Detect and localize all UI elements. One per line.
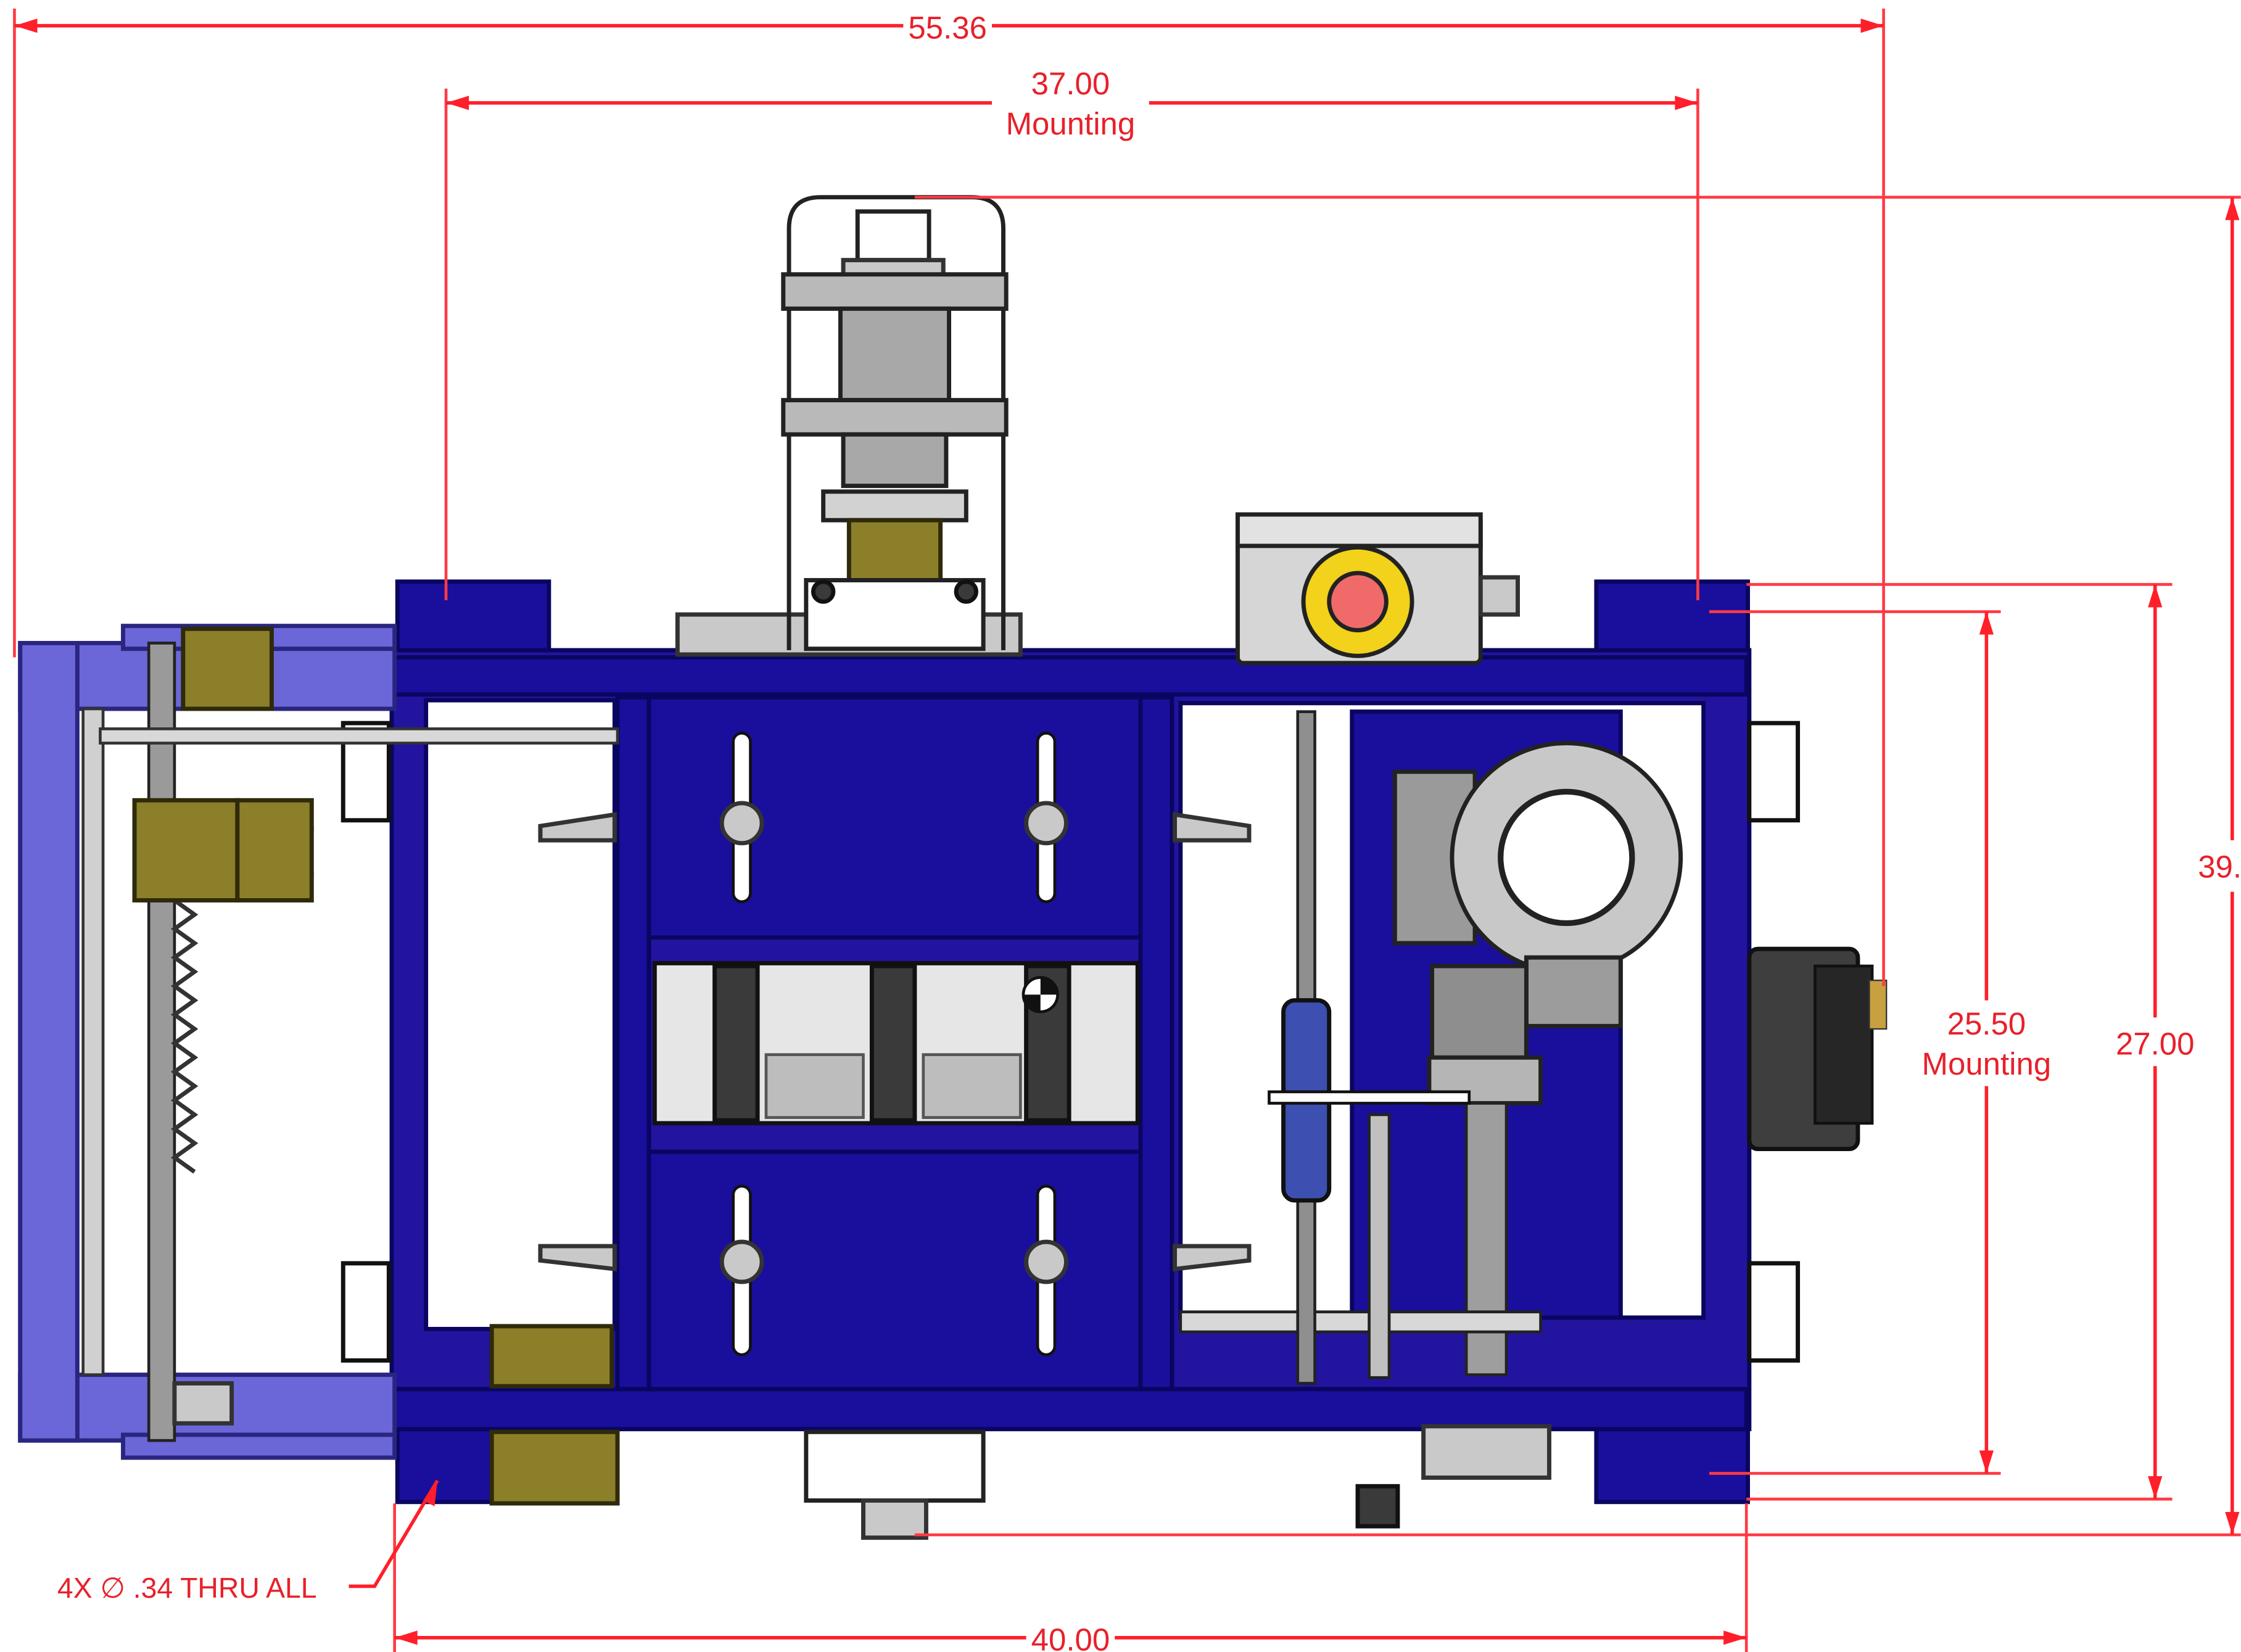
bracket-right-lower xyxy=(1747,1261,1801,1363)
motor-top-cap xyxy=(855,209,931,263)
arrow-mounting-left xyxy=(446,96,469,110)
connector-pins xyxy=(1868,980,1888,1030)
fin-lower-left xyxy=(538,1244,617,1272)
lead-screw-thread xyxy=(170,870,199,1174)
arrow-height-top xyxy=(2225,197,2240,220)
bracket-right-upper xyxy=(1747,721,1801,823)
centroid-quadrants xyxy=(1023,977,1058,1012)
feed-carriage xyxy=(132,798,240,902)
top-rail xyxy=(392,655,1749,697)
motor-band-lower xyxy=(781,398,1009,437)
feed-clamp xyxy=(235,798,314,902)
roller-2 xyxy=(869,964,917,1123)
motor-body xyxy=(838,306,951,403)
hole-note: 4X ∅ .34 THRU ALL xyxy=(57,1572,317,1604)
lead-screw xyxy=(147,642,176,1442)
knob-upper-right xyxy=(1024,801,1068,846)
vertical-pin xyxy=(1368,1113,1391,1379)
frame-opening-left xyxy=(424,698,617,1331)
arrow-overall-left xyxy=(14,19,38,33)
cross-bar xyxy=(99,727,619,745)
lower-plate xyxy=(643,1149,1146,1392)
fin-lower-right xyxy=(1173,1244,1252,1272)
roller-face-2 xyxy=(922,1053,1022,1119)
arrow-mount-top xyxy=(1979,611,1994,635)
mounting-height-label: 25.50 xyxy=(1947,1006,2026,1041)
roller-1 xyxy=(712,964,760,1123)
gear-motor-face xyxy=(1498,788,1635,927)
frame-height-label: 27.00 xyxy=(2116,1026,2195,1062)
arrow-mounting-right xyxy=(1675,96,1698,110)
motor-coupling xyxy=(821,489,968,522)
arrow-overall-right xyxy=(1860,19,1884,33)
motor-guard-frame xyxy=(786,195,1006,651)
arrow-base-right xyxy=(1723,1630,1747,1645)
small-gearhead xyxy=(489,1324,614,1389)
motor-gear-hub xyxy=(846,518,943,583)
motor-bolt-left xyxy=(811,579,836,604)
bracket-left-lower xyxy=(340,1261,391,1363)
linkage-arm xyxy=(1179,1310,1542,1334)
center-column-right xyxy=(1138,695,1174,1392)
hole-leader xyxy=(349,1479,439,1588)
motor-lower-body xyxy=(841,432,949,489)
bottom-motor-shaft xyxy=(861,1498,928,1540)
cable-gland xyxy=(1478,575,1520,617)
feed-unit-left-post xyxy=(18,640,80,1443)
arrow-base-left xyxy=(394,1630,418,1645)
arrow-frame-top xyxy=(2148,584,2163,608)
roller-face-1 xyxy=(764,1053,865,1119)
lever-bar xyxy=(1268,1090,1471,1105)
hole-leader-arrow xyxy=(423,1481,438,1506)
arrow-frame-bottom xyxy=(2148,1476,2163,1500)
mounting-height-sublabel: Mounting xyxy=(1922,1046,2052,1081)
fin-upper-right xyxy=(1173,812,1252,843)
gear-motor-terminal xyxy=(1524,955,1623,1028)
knob-upper-left xyxy=(719,801,764,846)
bottom-rail xyxy=(392,1387,1749,1432)
overall-height-label: 39. xyxy=(2198,849,2241,884)
bottom-actuator xyxy=(1421,1424,1551,1480)
knob-lower-left xyxy=(719,1239,764,1284)
feed-guide-rod xyxy=(81,707,105,1376)
mounting-pad-bottom-right xyxy=(1594,1421,1750,1505)
connector-face xyxy=(1814,964,1874,1125)
knob-lower-right xyxy=(1024,1239,1068,1284)
center-column-left xyxy=(615,695,651,1392)
arrow-height-bottom xyxy=(2225,1511,2240,1535)
mounting-width-label: 37.00 xyxy=(1031,66,1110,101)
motor-band-upper xyxy=(781,272,1009,311)
control-box-lid xyxy=(1235,512,1483,548)
drive-shaft xyxy=(1464,1102,1508,1376)
fin-upper-left xyxy=(538,812,617,843)
dimension-layer: 55.36 37.00 Mounting 39. 27.00 25.50 Mou… xyxy=(13,8,2241,1652)
feed-top-block xyxy=(181,626,274,711)
bottom-motor-mount xyxy=(804,1429,986,1503)
feed-bottom-block xyxy=(172,1381,234,1426)
bottom-bracket-olive xyxy=(489,1429,620,1506)
push-button xyxy=(1327,571,1389,633)
mounting-width-sublabel: Mounting xyxy=(1006,106,1136,141)
base-width-label: 40.00 xyxy=(1031,1622,1110,1652)
bottom-fitting xyxy=(1355,1484,1400,1529)
arrow-mount-bottom xyxy=(1979,1450,1994,1474)
machine-assembly xyxy=(18,195,1888,1540)
motor-mount-block xyxy=(804,578,986,651)
overall-width-label: 55.36 xyxy=(908,10,987,46)
motor-bolt-right xyxy=(954,579,978,604)
mounting-pad-bottom-left xyxy=(395,1421,497,1505)
